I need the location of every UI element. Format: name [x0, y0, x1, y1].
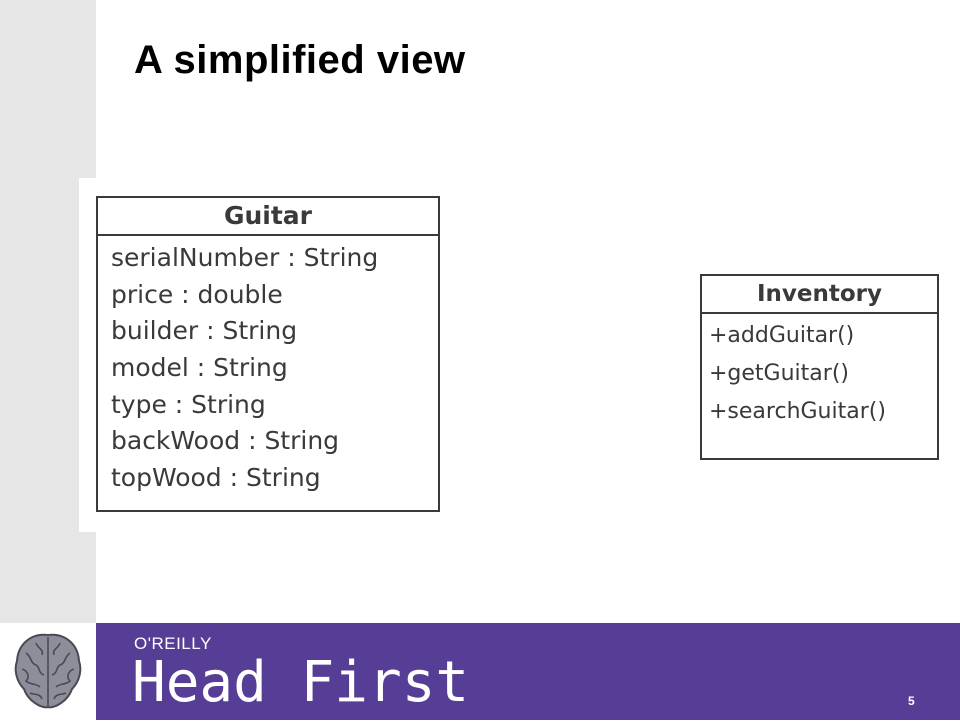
series-logo-text: Head First [132, 650, 470, 715]
brain-logo-box [0, 623, 96, 720]
guitar-attribute: backWood : String [111, 426, 340, 456]
inventory-class-box: Inventory +addGuitar() +getGuitar() +sea… [700, 274, 939, 460]
inventory-operation: +addGuitar() [709, 323, 855, 348]
slide-title: A simplified view [134, 38, 466, 82]
guitar-attribute: type : String [111, 389, 266, 419]
publisher-logo-text: O'REILLY [134, 634, 212, 653]
footer-banner [96, 623, 960, 720]
page-number: 5 [908, 694, 915, 708]
guitar-attribute: builder : String [111, 316, 298, 346]
guitar-class-name: Guitar [98, 198, 438, 236]
guitar-attribute: model : String [111, 353, 288, 383]
guitar-attribute: price : double [111, 279, 283, 309]
brain-icon [14, 633, 82, 709]
inventory-operation: +getGuitar() [709, 361, 849, 386]
guitar-class-box: Guitar serialNumber : String price : dou… [96, 196, 440, 512]
guitar-attribute: topWood : String [111, 463, 321, 493]
inventory-class-name: Inventory [702, 276, 937, 314]
inventory-operations: +addGuitar() +getGuitar() +searchGuitar(… [702, 314, 937, 431]
guitar-attributes: serialNumber : String price : double bui… [98, 236, 438, 497]
guitar-attribute: serialNumber : String [111, 243, 379, 272]
inventory-operation: +searchGuitar() [709, 399, 886, 424]
